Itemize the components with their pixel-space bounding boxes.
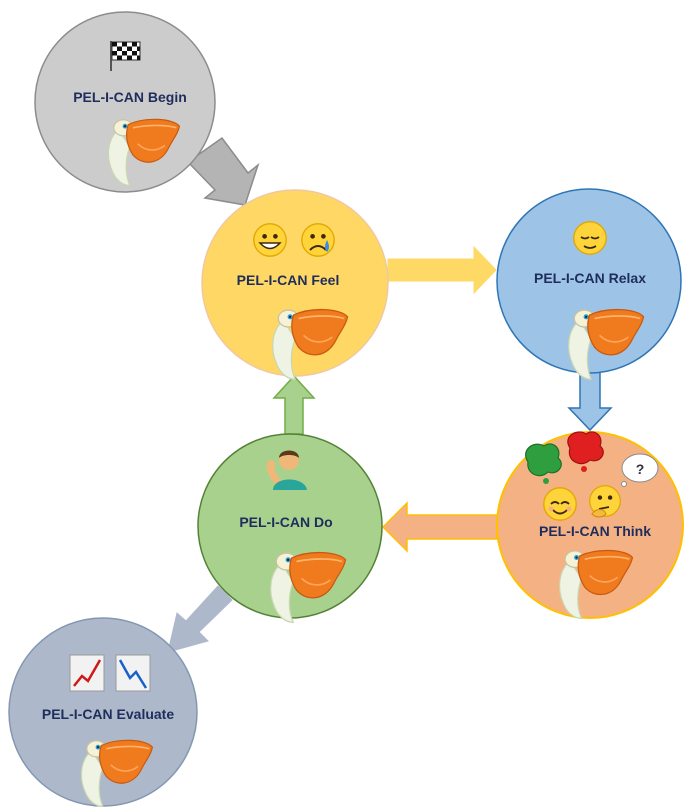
begin-circle bbox=[34, 11, 216, 193]
grinning-face-icon bbox=[253, 223, 287, 257]
evaluate-label: PEL-I-CAN Evaluate bbox=[42, 706, 174, 722]
feel-label: PEL-I-CAN Feel bbox=[237, 272, 340, 288]
node-think: ? PEL-I-CAN Think bbox=[496, 431, 684, 620]
relieved-face-icon bbox=[573, 221, 607, 255]
thinking-face-icon bbox=[589, 485, 621, 518]
node-do: PEL-I-CAN Do bbox=[197, 433, 383, 624]
node-begin: PEL-I-CAN Begin bbox=[34, 11, 216, 193]
begin-label: PEL-I-CAN Begin bbox=[73, 89, 187, 105]
red-thought-bubble-icon bbox=[567, 431, 604, 472]
do-label: PEL-I-CAN Do bbox=[239, 514, 332, 530]
chart-increasing-icon bbox=[69, 654, 105, 692]
arrow-think-to-do bbox=[381, 501, 498, 553]
question-thought-bubble-icon: ? bbox=[621, 453, 659, 487]
arrow-do-to-feel bbox=[272, 374, 316, 435]
chart-decreasing-icon bbox=[115, 654, 151, 692]
checkered-flag-icon bbox=[110, 41, 141, 71]
question-mark: ? bbox=[636, 461, 645, 477]
think-label: PEL-I-CAN Think bbox=[539, 523, 651, 539]
person-raising-hand-icon bbox=[267, 450, 307, 490]
node-evaluate: PEL-I-CAN Evaluate bbox=[8, 617, 198, 808]
green-thought-bubble-icon bbox=[525, 443, 562, 484]
crying-face-icon bbox=[301, 223, 335, 257]
relax-label: PEL-I-CAN Relax bbox=[534, 270, 646, 286]
node-feel: PEL-I-CAN Feel bbox=[201, 189, 389, 381]
arrow-feel-to-relax bbox=[387, 245, 497, 295]
smiling-face-icon bbox=[543, 487, 577, 521]
arrow-do-to-evaluate bbox=[167, 585, 233, 653]
node-relax: PEL-I-CAN Relax bbox=[496, 188, 682, 381]
arrow-relax-to-think bbox=[567, 371, 613, 432]
